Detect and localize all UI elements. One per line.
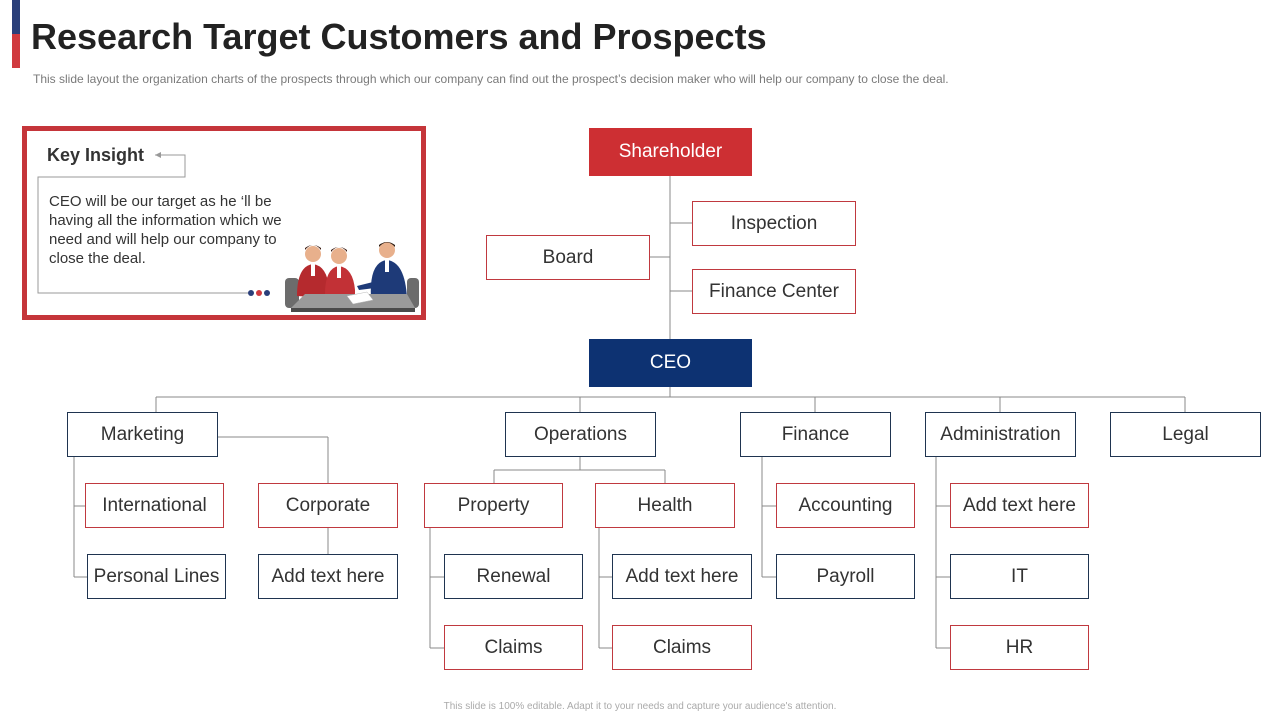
finance-node: Finance — [740, 412, 891, 457]
payroll-node: Payroll — [776, 554, 915, 599]
board-node: Board — [486, 235, 650, 280]
footer-note: This slide is 100% editable. Adapt it to… — [0, 701, 1280, 712]
international-node: International — [85, 483, 224, 528]
renewal-node: Renewal — [444, 554, 583, 599]
insight-dot — [264, 290, 270, 296]
hr-node: HR — [950, 625, 1089, 670]
health-node: Health — [595, 483, 735, 528]
finance-center-node: Finance Center — [692, 269, 856, 314]
health-sub-node: Add text here — [612, 554, 752, 599]
inspection-node: Inspection — [692, 201, 856, 246]
it-node: IT — [950, 554, 1089, 599]
administration-node: Administration — [925, 412, 1076, 457]
property-claims-node: Claims — [444, 625, 583, 670]
ceo-node: CEO — [589, 339, 752, 387]
insight-dot — [248, 290, 254, 296]
business-meeting-illustration — [283, 238, 423, 314]
insight-dot — [256, 290, 262, 296]
personal-lines-node: Personal Lines — [87, 554, 226, 599]
marketing-node: Marketing — [67, 412, 218, 457]
property-node: Property — [424, 483, 563, 528]
shareholder-node: Shareholder — [589, 128, 752, 176]
administration-sub-node: Add text here — [950, 483, 1089, 528]
legal-node: Legal — [1110, 412, 1261, 457]
health-claims-node: Claims — [612, 625, 752, 670]
operations-node: Operations — [505, 412, 656, 457]
corporate-node: Corporate — [258, 483, 398, 528]
key-insight-title: Key Insight — [47, 145, 144, 166]
accounting-node: Accounting — [776, 483, 915, 528]
key-insight-text: CEO will be our target as he ‘ll be havi… — [49, 192, 289, 268]
corporate-sub-node: Add text here — [258, 554, 398, 599]
